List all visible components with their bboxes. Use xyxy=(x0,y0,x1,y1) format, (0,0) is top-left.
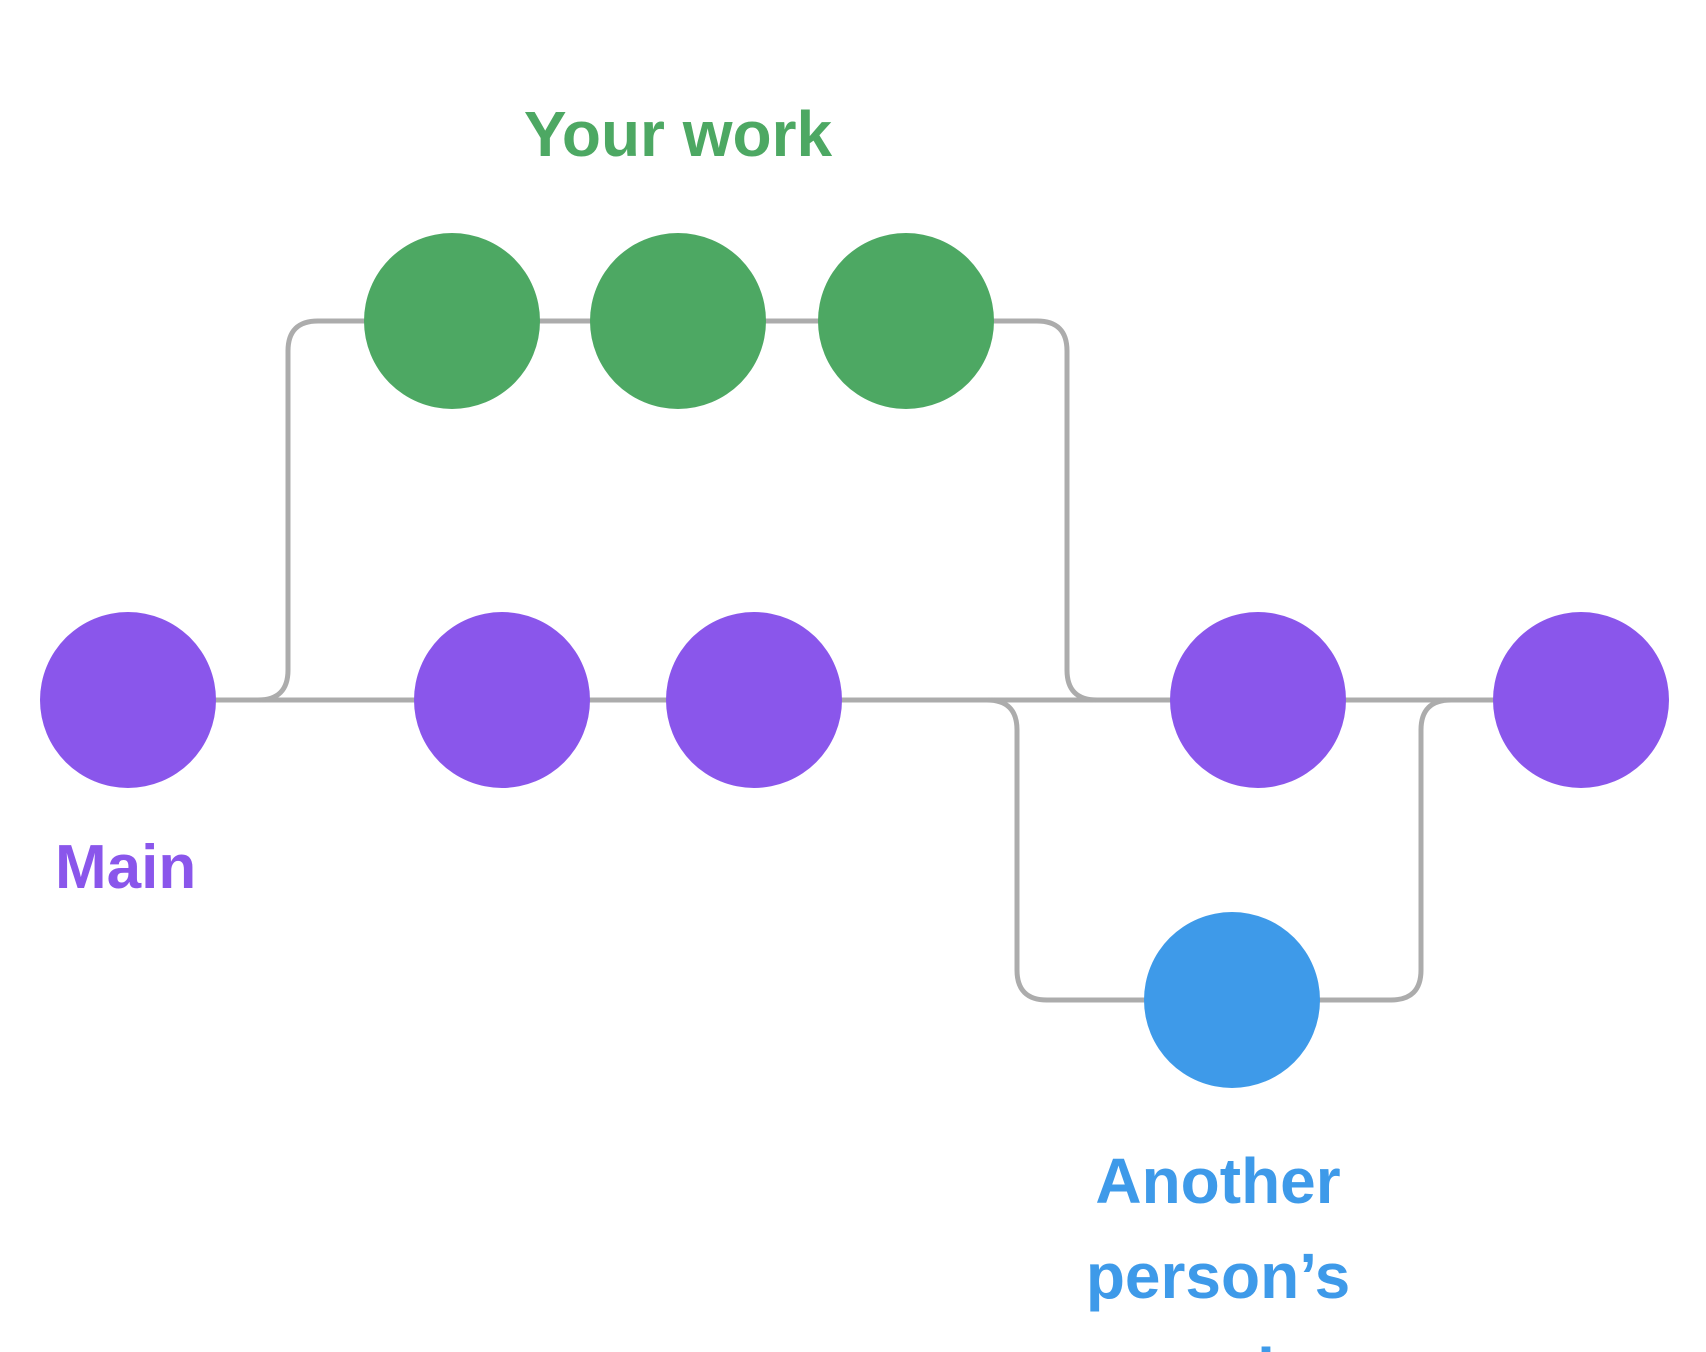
commit-node-your-work-3 xyxy=(818,233,994,409)
commit-node-main-4 xyxy=(1170,612,1346,788)
commit-node-main-2 xyxy=(414,612,590,788)
commit-node-your-work-1 xyxy=(364,233,540,409)
label-main: Main xyxy=(55,833,197,902)
commit-node-main-3 xyxy=(666,612,842,788)
label-another-persons-work-line1: Another person’s xyxy=(1085,1145,1351,1312)
commit-node-your-work-2 xyxy=(590,233,766,409)
label-another-persons-work-line2: work xyxy=(974,1324,1462,1352)
label-another-persons-work: Another person’s work xyxy=(974,1134,1462,1352)
commit-node-another-person-1 xyxy=(1144,912,1320,1088)
label-your-work: Your work xyxy=(523,98,833,170)
commit-node-main-1 xyxy=(40,612,216,788)
commit-node-main-5 xyxy=(1493,612,1669,788)
